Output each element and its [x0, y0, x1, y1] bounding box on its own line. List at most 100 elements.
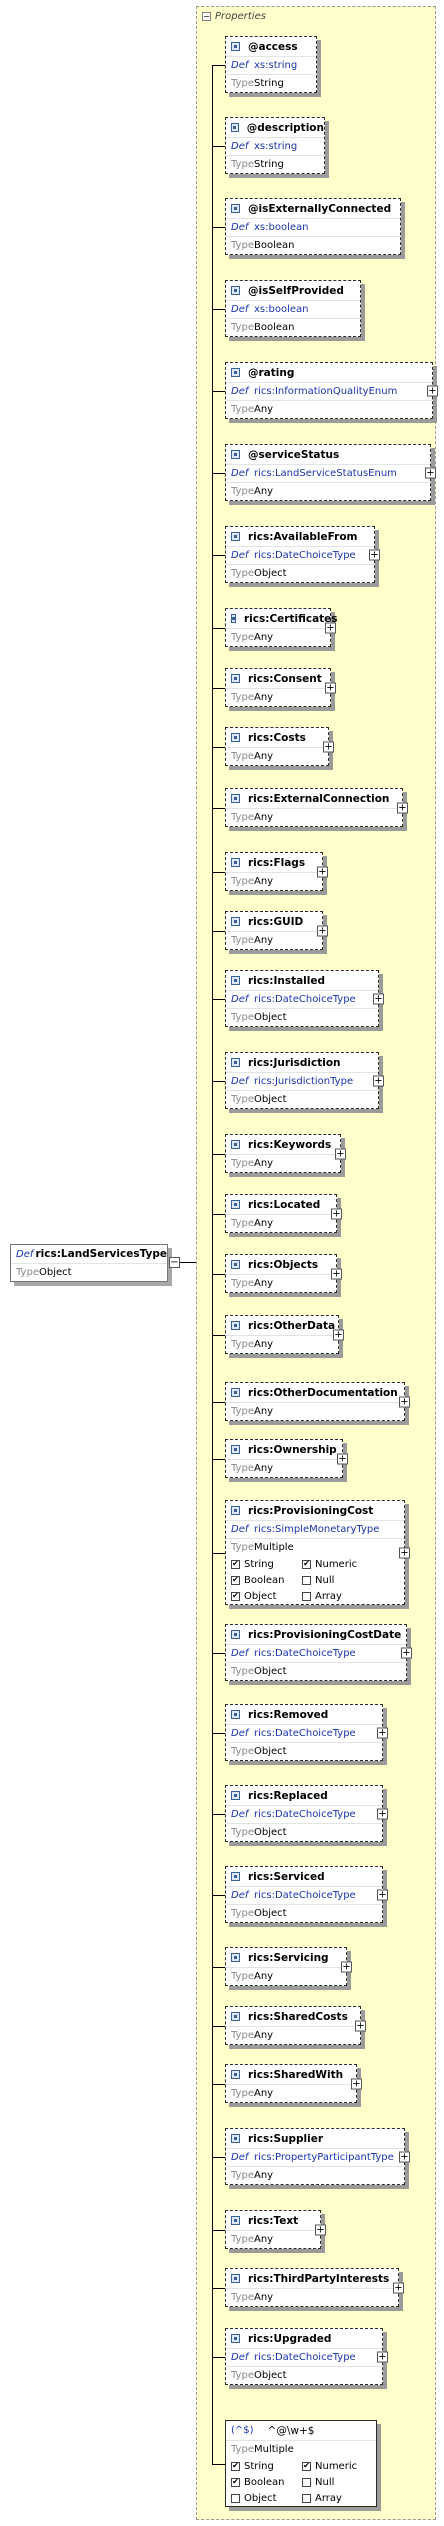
- def-value[interactable]: rics:JurisdictionType: [254, 1076, 354, 1087]
- expand-icon[interactable]: +: [373, 1075, 384, 1086]
- collapse-icon[interactable]: −: [202, 11, 211, 21]
- expand-icon[interactable]: +: [427, 385, 438, 396]
- def-value[interactable]: rics:DateChoiceType: [254, 2352, 356, 2363]
- checkbox-icon[interactable]: ✔: [302, 2461, 311, 2471]
- pattern_box-check-numeric[interactable]: ✔Numeric: [302, 2461, 357, 2472]
- properties.21-check-array[interactable]: Array: [302, 1591, 342, 1602]
- expand-icon[interactable]: +: [399, 1396, 410, 1407]
- def-value[interactable]: rics:DateChoiceType: [254, 1728, 356, 1739]
- expand-icon[interactable]: +: [355, 2020, 366, 2031]
- expand-icon[interactable]: +: [399, 1547, 410, 1558]
- pattern_box-check-null[interactable]: Null: [302, 2477, 334, 2488]
- def-value[interactable]: xs:string: [254, 60, 298, 71]
- checkbox-icon[interactable]: ✔: [231, 2461, 240, 2471]
- expand-icon[interactable]: +: [325, 682, 336, 693]
- expand-icon[interactable]: +: [325, 622, 336, 633]
- properties.21-check-numeric[interactable]: ✔Numeric: [302, 1559, 357, 1570]
- expand-icon[interactable]: +: [399, 2151, 410, 2162]
- root-type-box[interactable]: Def rics:LandServicesType Type Object: [10, 1244, 168, 1282]
- pattern_box-check-array[interactable]: Array: [302, 2493, 342, 2504]
- checkbox-icon[interactable]: ✔: [302, 1559, 311, 1569]
- expand-icon[interactable]: +: [323, 741, 334, 752]
- properties.21-check-null[interactable]: Null: [302, 1575, 334, 1586]
- def-value[interactable]: rics:DateChoiceType: [254, 1809, 356, 1820]
- def-value[interactable]: xs:boolean: [254, 222, 309, 233]
- expand-icon[interactable]: +: [377, 2351, 388, 2362]
- def-value[interactable]: rics:DateChoiceType: [254, 1890, 356, 1901]
- expand-icon[interactable]: +: [317, 866, 328, 877]
- properties.21-check-string[interactable]: ✔String: [231, 1559, 274, 1570]
- checkbox-icon[interactable]: [231, 2493, 240, 2503]
- expand-icon[interactable]: +: [377, 1727, 388, 1738]
- properties.21-check-boolean[interactable]: ✔Boolean: [231, 1575, 285, 1586]
- expand-icon[interactable]: +: [331, 1208, 342, 1219]
- checkbox-icon[interactable]: [302, 2477, 311, 2487]
- expand-icon[interactable]: +: [373, 993, 384, 1004]
- checkbox-icon[interactable]: ✔: [231, 1591, 240, 1601]
- expand-icon[interactable]: +: [425, 467, 436, 478]
- pattern_box-check-object[interactable]: Object: [231, 2493, 277, 2504]
- def-value[interactable]: xs:boolean: [254, 304, 309, 315]
- def-value[interactable]: rics:DateChoiceType: [254, 550, 356, 561]
- checkbox-icon[interactable]: ✔: [231, 1559, 240, 1569]
- pattern_box-check-boolean[interactable]: ✔Boolean: [231, 2477, 285, 2488]
- expand-icon[interactable]: +: [337, 1453, 348, 1464]
- expand-icon[interactable]: +: [369, 549, 380, 560]
- expand-icon[interactable]: +: [341, 1961, 352, 1972]
- expand-icon[interactable]: +: [335, 1148, 346, 1159]
- def-value[interactable]: rics:DateChoiceType: [254, 994, 356, 1005]
- def-value[interactable]: rics:LandServiceStatusEnum: [254, 468, 397, 479]
- expand-icon[interactable]: +: [377, 1889, 388, 1900]
- def-value[interactable]: rics:PropertyParticipantType: [254, 2152, 394, 2163]
- expand-icon[interactable]: +: [315, 2224, 326, 2235]
- checkbox-icon[interactable]: ✔: [231, 2477, 240, 2487]
- checkbox-icon[interactable]: [302, 1575, 311, 1585]
- root-collapse-toggle[interactable]: −: [169, 1257, 180, 1268]
- def-value[interactable]: xs:string: [254, 141, 298, 152]
- def-value[interactable]: rics:SimpleMonetaryType: [254, 1524, 380, 1535]
- expand-icon[interactable]: +: [377, 1808, 388, 1819]
- checkbox-icon[interactable]: ✔: [231, 1575, 240, 1585]
- def-value[interactable]: rics:DateChoiceType: [254, 1648, 356, 1659]
- checkbox-icon[interactable]: [302, 1591, 311, 1601]
- checkbox-icon[interactable]: [302, 2493, 311, 2503]
- properties.21-check-object[interactable]: ✔Object: [231, 1591, 277, 1602]
- expand-icon[interactable]: +: [331, 1268, 342, 1279]
- pattern_box-check-string[interactable]: ✔String: [231, 2461, 274, 2472]
- expand-icon[interactable]: +: [397, 802, 408, 813]
- def-value[interactable]: rics:InformationQualityEnum: [254, 386, 398, 397]
